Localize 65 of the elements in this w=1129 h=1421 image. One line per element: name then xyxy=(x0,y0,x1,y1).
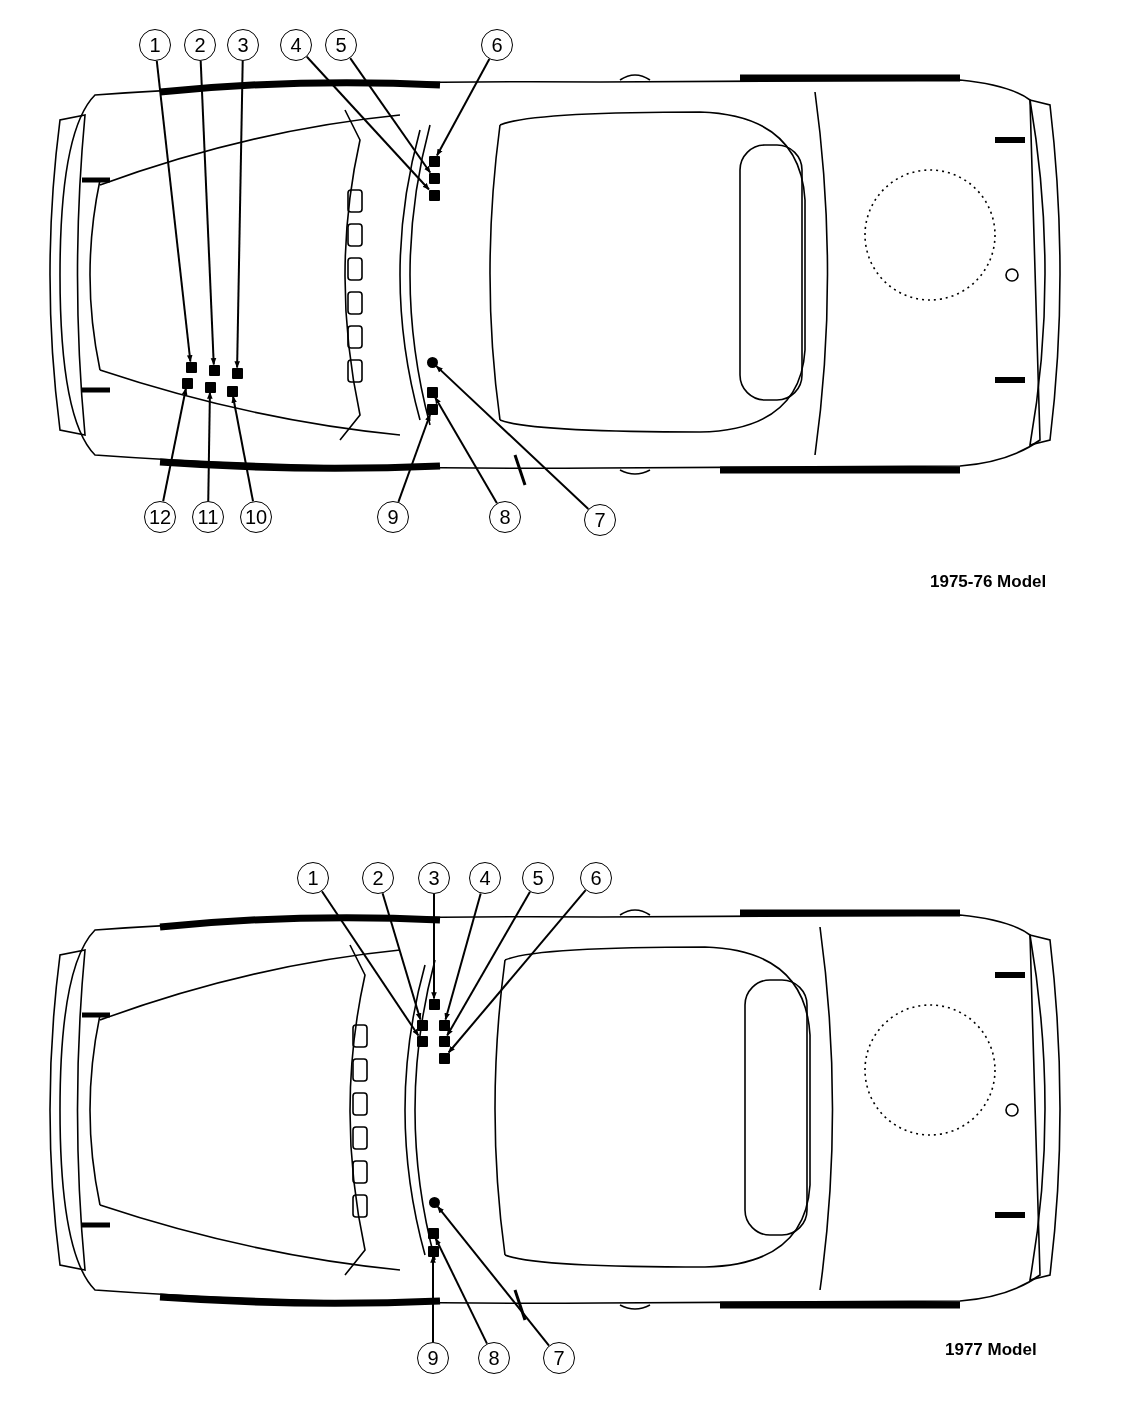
leader-line xyxy=(381,892,422,1021)
location-marker xyxy=(428,155,440,167)
leader-line xyxy=(446,890,531,1037)
leader-line xyxy=(447,889,587,1054)
callout-number: 4 xyxy=(280,29,312,61)
location-dot xyxy=(428,1196,440,1208)
callout-number: 10 xyxy=(240,501,272,533)
leader-line xyxy=(444,892,482,1021)
location-marker xyxy=(427,1245,439,1257)
leader-line xyxy=(305,55,430,191)
location-marker xyxy=(428,998,440,1010)
leader-line xyxy=(435,365,590,511)
callout-number: 1 xyxy=(139,29,171,61)
location-marker xyxy=(438,1019,450,1031)
location-marker xyxy=(204,381,216,393)
callout-number: 11 xyxy=(192,501,224,533)
location-marker xyxy=(427,1227,439,1239)
callout-number: 1 xyxy=(297,862,329,894)
callout-number: 2 xyxy=(184,29,216,61)
location-marker xyxy=(181,377,193,389)
leader-line xyxy=(436,58,491,157)
location-marker xyxy=(428,189,440,201)
callout-number: 6 xyxy=(481,29,513,61)
callout-number: 5 xyxy=(522,862,554,894)
callout-number: 2 xyxy=(362,862,394,894)
callout-number: 8 xyxy=(489,501,521,533)
location-marker xyxy=(416,1035,428,1047)
leader-line xyxy=(234,60,244,369)
leader-line xyxy=(434,1237,488,1345)
callout-number: 3 xyxy=(227,29,259,61)
leader-line xyxy=(207,391,213,502)
location-marker xyxy=(416,1019,428,1031)
location-marker xyxy=(426,386,438,398)
callout-number: 6 xyxy=(580,862,612,894)
model-caption: 1975-76 Model xyxy=(930,572,1047,592)
callout-number: 7 xyxy=(584,504,616,536)
leader-line xyxy=(434,396,498,505)
callout-number: 12 xyxy=(144,501,176,533)
callout-number: 3 xyxy=(418,862,450,894)
location-marker xyxy=(428,172,440,184)
leader-line xyxy=(320,890,420,1037)
model-caption: 1977 Model xyxy=(945,1340,1037,1360)
callout-number: 5 xyxy=(325,29,357,61)
leader-line xyxy=(430,1255,436,1343)
location-marker xyxy=(208,364,220,376)
leader-line xyxy=(397,413,431,503)
location-marker xyxy=(438,1052,450,1064)
location-marker xyxy=(426,403,438,415)
location-marker xyxy=(438,1035,450,1047)
leader-line xyxy=(436,1205,550,1347)
callout-number: 8 xyxy=(478,1342,510,1374)
location-marker xyxy=(185,361,197,373)
leader-line xyxy=(349,57,432,174)
callout-number: 7 xyxy=(543,1342,575,1374)
location-marker xyxy=(231,367,243,379)
callout-number: 9 xyxy=(417,1342,449,1374)
callout-number: 9 xyxy=(377,501,409,533)
leader-line xyxy=(431,893,437,1000)
leader-line xyxy=(162,387,188,503)
leader-line xyxy=(231,395,254,503)
callout-number: 4 xyxy=(469,862,501,894)
location-marker xyxy=(226,385,238,397)
leader-line xyxy=(155,59,193,363)
leader-line xyxy=(199,60,217,366)
location-dot xyxy=(426,356,438,368)
